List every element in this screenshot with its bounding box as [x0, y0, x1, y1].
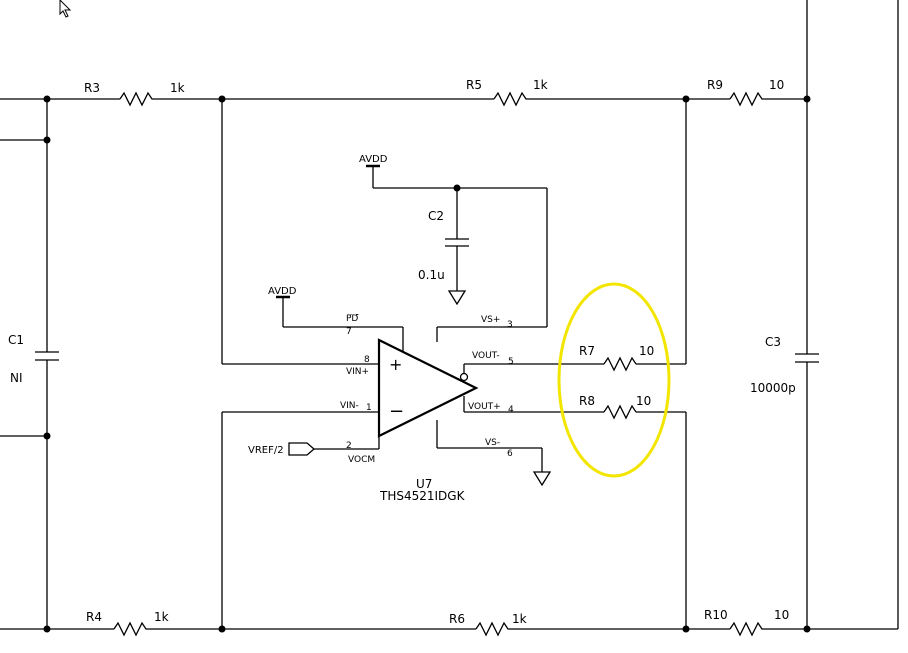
- opamp-minus-sign: −: [389, 401, 404, 422]
- pin-vocm-name: VOCM: [348, 455, 375, 465]
- pin-vsn-num: 6: [507, 449, 513, 459]
- c2-value: 0.1u: [418, 268, 445, 282]
- u7-ref: U7: [416, 477, 432, 491]
- highlight-ellipse: [557, 282, 671, 478]
- pin-pd-num: 7: [346, 327, 352, 337]
- r8-ref: R8: [579, 394, 595, 408]
- c1-value: NI: [10, 371, 23, 385]
- vref-port-label: VREF/2: [248, 445, 284, 456]
- avdd-supply-symbol-pd: [276, 295, 404, 352]
- vout-minus-wire: [463, 363, 686, 373]
- c2-ref: C2: [428, 209, 444, 223]
- avdd-supply-symbol-top: [366, 164, 548, 342]
- r5-ref: R5: [466, 78, 482, 92]
- vref-port-symbol: [288, 442, 315, 456]
- r4-ref: R4: [86, 610, 102, 624]
- c3-value: 10000p: [750, 381, 796, 395]
- resistor-r9: [729, 91, 766, 107]
- pin-voutn-name: VOUT-: [472, 351, 500, 361]
- resistor-r5: [493, 91, 530, 107]
- resistor-r8: [603, 404, 637, 420]
- r10-value: 10: [774, 608, 789, 622]
- pin-vinp-name: VIN+: [346, 367, 369, 377]
- r8-value: 10: [636, 394, 651, 408]
- r4-value: 1k: [154, 610, 169, 624]
- resistor-r10: [729, 621, 766, 637]
- capacitor-c3: [795, 353, 819, 363]
- opamp-plus-sign: +: [389, 355, 402, 374]
- junction-dots: [43, 95, 811, 633]
- r9-ref: R9: [707, 78, 723, 92]
- left-network-wires: [0, 99, 48, 629]
- pin-voutp-name: VOUT+: [468, 402, 501, 412]
- capacitor-c2: [445, 188, 469, 291]
- r9-value: 10: [769, 78, 784, 92]
- c1-ref: C1: [8, 333, 24, 347]
- avdd-label-top: AVDD: [359, 154, 388, 165]
- r7-ref: R7: [579, 344, 595, 358]
- pin-vsp-num: 3: [507, 320, 513, 330]
- r6-ref: R6: [449, 612, 465, 626]
- resistor-r6: [475, 621, 512, 637]
- vout-minus-bubble: [459, 372, 469, 382]
- vs-minus-wire: [436, 420, 543, 472]
- pin-vocm-num: 2: [346, 441, 352, 451]
- ground-symbol-vs: [532, 471, 552, 487]
- r3-value: 1k: [170, 81, 185, 95]
- pin-vsn-name: VS-: [485, 438, 500, 448]
- r10-ref: R10: [704, 608, 728, 622]
- avdd-label-pd: AVDD: [268, 286, 297, 297]
- pin-vinn-name: VIN-: [340, 401, 359, 411]
- pin-vinn-num: 1: [366, 403, 372, 413]
- r7-value: 10: [639, 344, 654, 358]
- feedback-wires: [221, 99, 379, 629]
- mouse-cursor-icon: [59, 0, 72, 18]
- pin-voutp-num: 4: [508, 405, 514, 415]
- ground-symbol-c2: [447, 290, 467, 306]
- pin-vsp-name: VS+: [481, 315, 500, 325]
- right-network-wires: [685, 0, 899, 629]
- resistor-r3: [119, 91, 156, 107]
- c3-ref: C3: [765, 335, 781, 349]
- r3-ref: R3: [84, 81, 100, 95]
- pin-voutn-num: 5: [508, 357, 514, 367]
- resistor-r7: [603, 356, 637, 372]
- r6-value: 1k: [512, 612, 527, 626]
- opamp-u7-body: [377, 338, 479, 438]
- vout-plus-wire: [463, 396, 686, 413]
- capacitor-c1: [35, 351, 59, 361]
- u7-part: THS4521IDGK: [379, 489, 466, 503]
- resistor-r4: [113, 621, 150, 637]
- pin-vinp-num: 8: [364, 355, 370, 365]
- r5-value: 1k: [533, 78, 548, 92]
- pin-pd-name: PD: [346, 314, 358, 324]
